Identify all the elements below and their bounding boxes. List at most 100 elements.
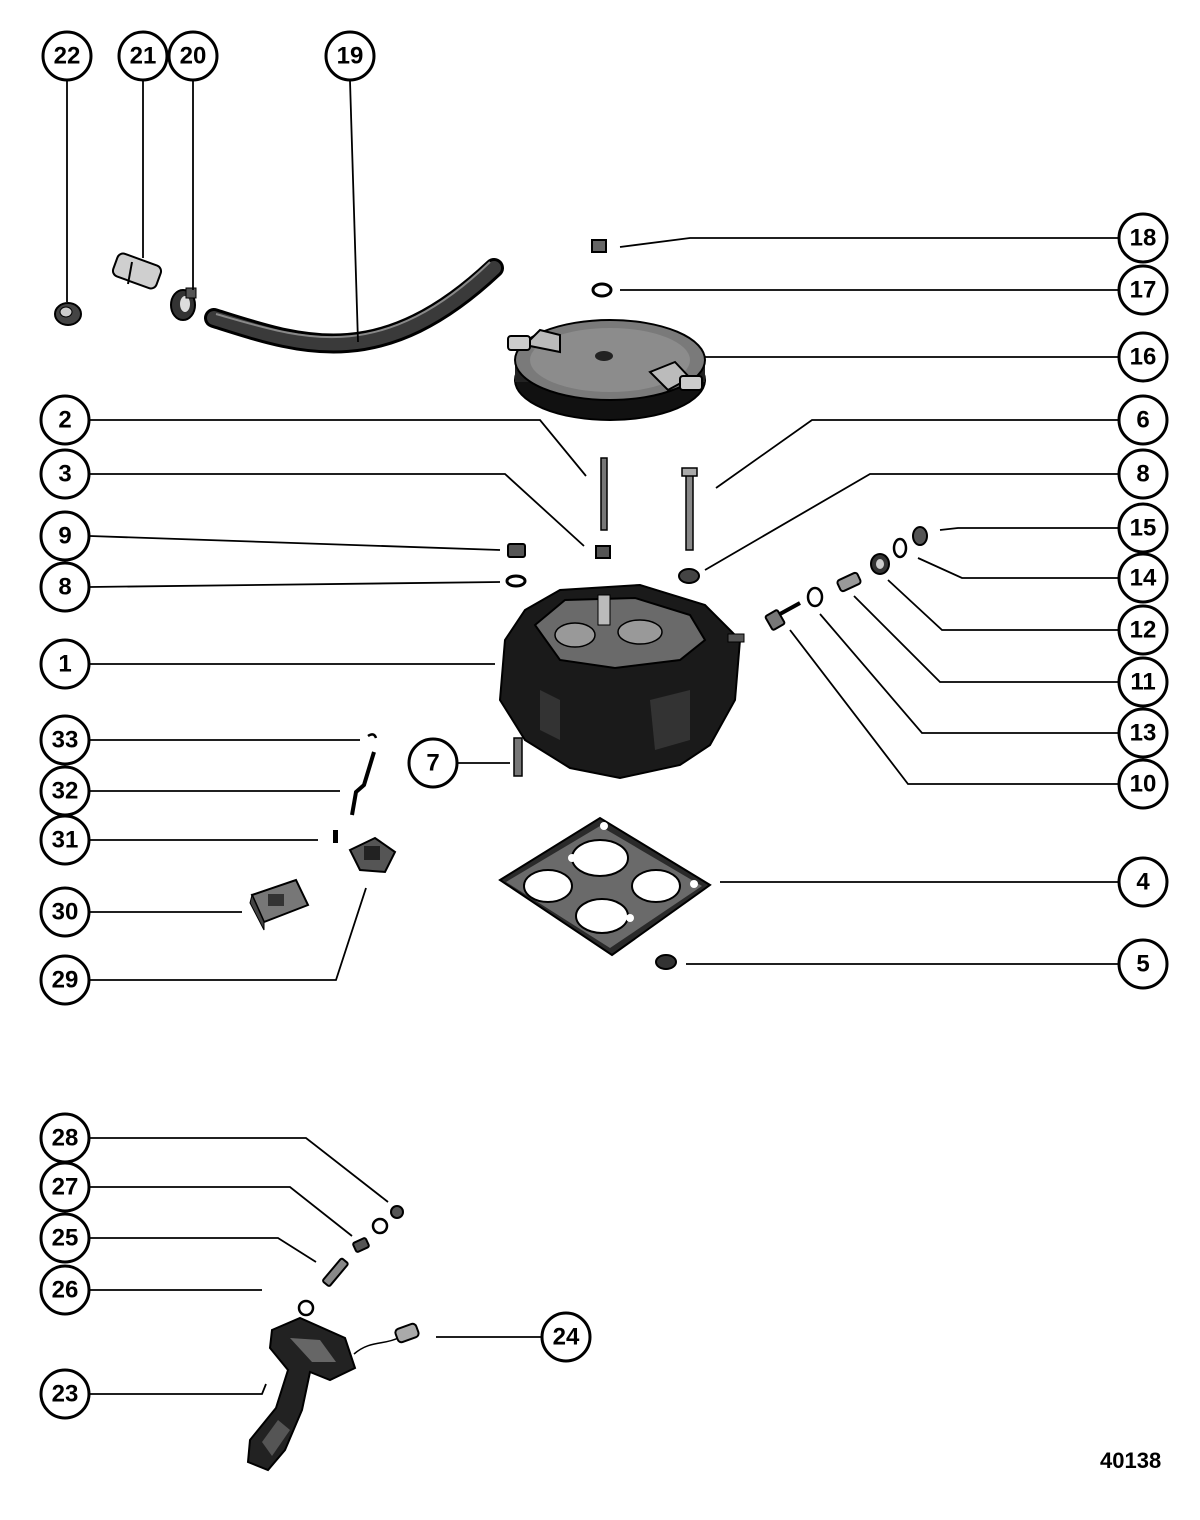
stud-part: [600, 457, 608, 531]
svg-text:2: 2: [58, 407, 71, 434]
callout-1: 1: [39, 638, 91, 690]
washer-part: [678, 568, 700, 584]
svg-text:21: 21: [130, 43, 157, 70]
callout-15: 15: [1117, 502, 1169, 554]
svg-text:9: 9: [58, 523, 71, 550]
callout-25: 25: [39, 1212, 91, 1264]
callout-5: 5: [1117, 938, 1169, 990]
nut-part: [912, 526, 928, 546]
screw-part: [333, 830, 338, 843]
svg-text:26: 26: [52, 1277, 79, 1304]
callout-29: 29: [39, 954, 91, 1006]
svg-text:3: 3: [58, 461, 71, 488]
hose-fitting-part: [111, 252, 163, 290]
callout-32: 32: [39, 765, 91, 817]
leader-line-12: [887, 579, 1119, 631]
svg-text:8: 8: [1136, 461, 1149, 488]
clip-part: [367, 733, 378, 739]
wing-nut-part: [591, 239, 607, 253]
svg-text:5: 5: [1136, 951, 1149, 978]
leader-line-8-left: [89, 581, 501, 588]
leader-line-11: [853, 595, 1119, 683]
choke-rod-part: [350, 751, 376, 816]
svg-text:33: 33: [52, 727, 79, 754]
carburetor-gasket-part: [498, 816, 712, 957]
svg-text:31: 31: [52, 827, 79, 854]
callout-13: 13: [1117, 707, 1169, 759]
svg-text:23: 23: [52, 1381, 79, 1408]
leader-line-28: [90, 1137, 389, 1203]
drawing-number: 40138: [1100, 1448, 1162, 1473]
svg-text:30: 30: [52, 899, 79, 926]
callout-30: 30: [39, 886, 91, 938]
carburetor-part: [498, 583, 745, 780]
svg-text:4: 4: [1136, 869, 1150, 896]
leader-line-23: [90, 1383, 267, 1395]
callout-33: 33: [39, 714, 91, 766]
leader-line-15: [939, 527, 1119, 531]
leader-line-2: [90, 419, 587, 477]
washer-part: [371, 1217, 389, 1235]
callout-4: 4: [1117, 856, 1169, 908]
svg-text:14: 14: [1130, 565, 1157, 592]
callout-27: 27: [39, 1161, 91, 1213]
svg-text:27: 27: [52, 1174, 79, 1201]
svg-text:11: 11: [1130, 669, 1155, 696]
hose-clamp-part: [170, 287, 197, 321]
stud-part: [322, 1257, 349, 1287]
part-illustrations: [54, 239, 928, 1472]
spring-part: [836, 571, 862, 593]
stud-part: [513, 737, 523, 777]
bolt-part: [681, 467, 698, 551]
sensor-part: [353, 1322, 420, 1355]
leader-line-25: [90, 1237, 317, 1263]
callout-26: 26: [39, 1264, 91, 1316]
callout-24: 24: [540, 1311, 592, 1363]
callout-23: 23: [39, 1368, 91, 1420]
callout-2: 2: [39, 394, 91, 446]
svg-text:17: 17: [1130, 277, 1157, 304]
callout-12: 12: [1117, 604, 1169, 656]
washer-part: [806, 586, 824, 608]
callout-21: 21: [117, 30, 169, 82]
grommet-part: [54, 302, 82, 326]
svg-text:12: 12: [1130, 617, 1157, 644]
svg-text:32: 32: [52, 778, 79, 805]
leader-line-10: [789, 629, 1119, 785]
leader-line-27: [90, 1186, 353, 1237]
callout-14: 14: [1117, 552, 1169, 604]
leader-lines: [66, 80, 1119, 1395]
bracket-part: [348, 836, 397, 874]
screw-part: [764, 601, 801, 631]
nut-part: [595, 545, 611, 559]
spacer-part: [352, 1237, 370, 1253]
callout-28: 28: [39, 1112, 91, 1164]
leader-line-14: [917, 557, 1119, 579]
callout-20: 20: [167, 30, 219, 82]
nut-part: [390, 1205, 404, 1219]
callout-7: 7: [407, 737, 459, 789]
callout-22: 22: [41, 30, 93, 82]
fuel-hose-part: [204, 258, 504, 354]
callout-11: 11: [1117, 656, 1169, 708]
leader-line-13: [819, 613, 1119, 734]
flame-arrestor-part: [507, 319, 706, 421]
leader-line-3: [90, 473, 585, 547]
svg-text:24: 24: [553, 1324, 580, 1351]
svg-text:19: 19: [337, 43, 364, 70]
svg-text:15: 15: [1130, 515, 1157, 542]
svg-text:29: 29: [52, 967, 79, 994]
leader-line-9: [89, 535, 501, 551]
svg-text:10: 10: [1130, 771, 1157, 798]
svg-text:13: 13: [1130, 720, 1157, 747]
svg-text:6: 6: [1136, 407, 1149, 434]
nut-part: [507, 543, 526, 558]
nut-part: [870, 553, 890, 575]
manifold-part: [246, 1316, 357, 1472]
leader-line-6: [715, 419, 1119, 489]
svg-text:16: 16: [1130, 344, 1157, 371]
choke-block-part: [249, 878, 310, 931]
leader-line-8-right: [704, 473, 1119, 571]
svg-text:18: 18: [1130, 225, 1157, 252]
